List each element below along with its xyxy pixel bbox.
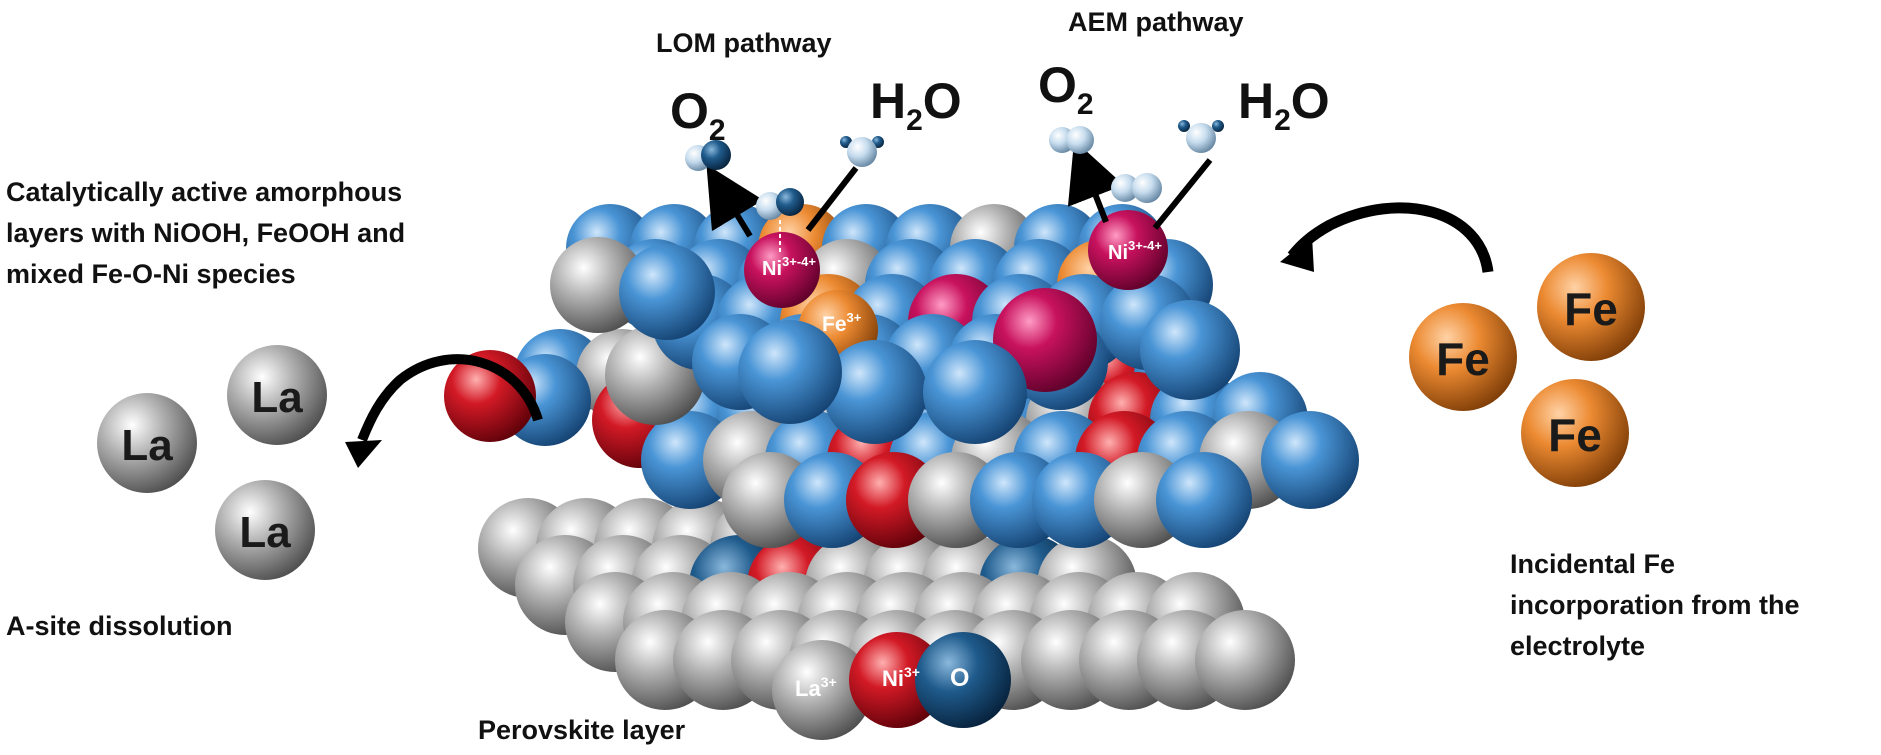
- svg-text:La: La: [251, 373, 303, 422]
- ni-aem-site-atom: [1088, 210, 1168, 290]
- aem-h2o-formula: H2O: [1238, 73, 1330, 137]
- aem-h2o-arrow: [1152, 158, 1213, 230]
- o-site-atom: [915, 632, 1011, 728]
- lom-h2o-arrow: [805, 166, 859, 232]
- svg-text:Fe: Fe: [1436, 333, 1490, 385]
- lom-surface-o-b: [776, 188, 804, 216]
- amorphous-top-atoms: [550, 204, 1240, 444]
- svg-text:La: La: [239, 508, 291, 557]
- la-ion: La: [97, 393, 197, 493]
- base-atom: [1195, 610, 1295, 710]
- amorphous-caption-line-1: Catalytically active amorphous: [6, 177, 403, 207]
- site-labels: Ni3+-4+ Ni3+-4+ Fe3+ La3+ Ni3+ O: [762, 238, 1162, 701]
- fe-ion: Fe: [1521, 379, 1629, 487]
- top-atom: [550, 237, 646, 333]
- ni-site-atom: [849, 632, 945, 728]
- lom-o2-formula: O2: [670, 83, 726, 147]
- a-site-dissolution-label: A-site dissolution: [6, 611, 233, 641]
- top-atom: [738, 320, 842, 424]
- aem-o2-formula: O2: [1038, 57, 1094, 121]
- la-site-atom: [772, 640, 872, 740]
- fe-ion: Fe: [1537, 253, 1645, 361]
- ni-lom-site-atom: [744, 232, 820, 308]
- fe-incorporation-arrow: [1287, 202, 1494, 273]
- o-site-label: O: [950, 664, 969, 692]
- lom-pathway-label: LOM pathway: [656, 28, 832, 58]
- aem-surface-o-a: [1111, 174, 1139, 202]
- fe-arrowhead: [1280, 236, 1314, 272]
- middle-atom: [1156, 452, 1252, 548]
- fe-ion: Fe: [1409, 303, 1517, 411]
- top-atom: [923, 340, 1027, 444]
- fe-caption-line-1: Incidental Fe: [1510, 549, 1676, 579]
- la-site-label: La3+: [795, 674, 837, 701]
- aem-h2o-atom-h2: [1212, 120, 1224, 132]
- la-ion: La: [227, 345, 327, 445]
- middle-atom: [444, 350, 536, 442]
- top-atom: [619, 244, 715, 340]
- aem-h2o-atom-o: [1186, 123, 1216, 153]
- amorphous-caption-line-3: mixed Fe-O-Ni species: [6, 259, 296, 289]
- a-site-arrowhead: [345, 440, 382, 468]
- top-atom: [1140, 300, 1240, 400]
- aem-pathway-label: AEM pathway: [1068, 7, 1244, 37]
- a-site-dissolution-arrow: [357, 354, 543, 442]
- la-ions: La La La: [97, 345, 327, 580]
- ni-aem-site-label: Ni3+-4+: [1108, 238, 1162, 264]
- aem-o2-arrow: [1067, 140, 1124, 224]
- ni-base-site-label: Ni3+: [882, 664, 920, 691]
- lom-o2-arrow: [706, 164, 764, 238]
- molecule-spheres: [685, 120, 1224, 220]
- top-atom: [823, 340, 927, 444]
- curved-arrows: [345, 202, 1494, 468]
- middle-atom: [1261, 411, 1359, 509]
- svg-text:Fe: Fe: [1548, 409, 1602, 461]
- fe-caption-line-3: electrolyte: [1510, 631, 1646, 661]
- lom-h2o-atom-o: [847, 137, 877, 167]
- aem-surface-o-b: [1132, 173, 1162, 203]
- lom-o2-atom-b: [701, 140, 731, 170]
- perovskite-layer-label: Perovskite layer: [478, 715, 686, 745]
- lom-h2o-formula: H2O: [870, 73, 962, 137]
- pathway-arrows: [706, 140, 1213, 252]
- fe-caption-line-2: incorporation from the: [1510, 590, 1800, 620]
- svg-text:La: La: [121, 421, 173, 470]
- aem-o2-atom-b: [1066, 126, 1094, 154]
- amorphous-caption-line-2: layers with NiOOH, FeOOH and: [6, 218, 406, 248]
- la-ion: La: [215, 480, 315, 580]
- ni-lom-site-label: Ni3+-4+: [762, 254, 816, 280]
- fe-ions: Fe Fe Fe: [1409, 253, 1645, 487]
- aem-h2o-atom-h1: [1178, 120, 1190, 132]
- svg-text:Fe: Fe: [1564, 283, 1618, 335]
- fe-site-label: Fe3+: [822, 310, 862, 336]
